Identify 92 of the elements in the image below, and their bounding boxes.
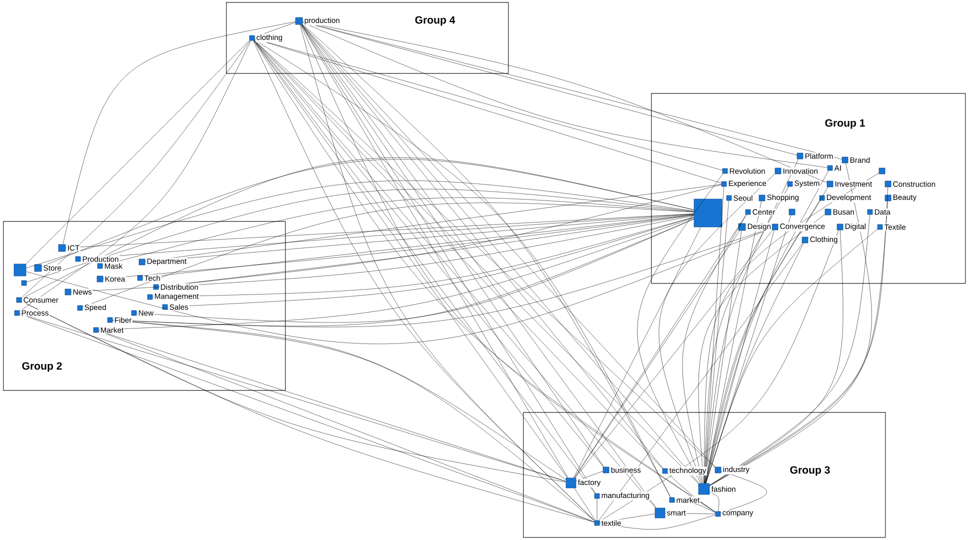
word-square [16, 297, 22, 303]
word-square [669, 497, 675, 503]
word-square [602, 466, 610, 474]
word-square [698, 483, 710, 495]
network-line [710, 230, 844, 486]
word-square [566, 478, 576, 488]
network-line [71, 216, 694, 292]
network-line [573, 227, 701, 478]
word-square [819, 195, 825, 201]
network-line [596, 498, 598, 520]
group-title: Group 4 [414, 15, 456, 27]
group-title: Group 2 [20, 361, 64, 373]
network-line [574, 488, 596, 520]
network-line [704, 200, 729, 484]
network-line [145, 184, 722, 262]
word-square [842, 156, 848, 164]
word-square [715, 511, 721, 517]
word-square [77, 305, 83, 311]
word-square [138, 258, 146, 266]
group-frame [3, 221, 286, 391]
network-line [600, 230, 839, 522]
word-square [877, 224, 883, 230]
network-line [720, 470, 767, 514]
word-square [796, 152, 804, 160]
word-square [824, 208, 832, 216]
word-square [867, 209, 873, 215]
word-square [662, 468, 668, 474]
network-line [26, 189, 694, 282]
word-square [34, 264, 42, 272]
network-line [62, 22, 296, 244]
network-line [598, 243, 803, 520]
network-line [705, 230, 774, 484]
word-square [249, 35, 255, 41]
network-line [682, 214, 747, 484]
word-square [14, 310, 20, 316]
network-line [668, 473, 716, 512]
group-frame [523, 412, 886, 538]
word-square [131, 310, 137, 316]
word-square [147, 294, 153, 300]
word-square [714, 466, 722, 474]
word-square [722, 168, 728, 174]
network-line [66, 214, 694, 248]
network-line [574, 230, 773, 478]
network-line [600, 514, 716, 530]
network-line [637, 174, 724, 484]
box-marker [878, 168, 886, 174]
word-square [107, 317, 113, 323]
box-marker [14, 264, 26, 276]
word-square [594, 493, 600, 499]
word-square [64, 288, 72, 296]
word-square [836, 224, 844, 230]
word-square [726, 195, 732, 201]
box-marker [788, 208, 796, 216]
network-line [658, 174, 775, 484]
network-line [158, 184, 722, 287]
word-square [162, 304, 168, 310]
network-line [82, 202, 694, 308]
word-square [93, 327, 99, 333]
network-line [22, 158, 694, 299]
word-square [721, 181, 727, 187]
group-frame [651, 93, 966, 284]
word-square [594, 520, 600, 526]
group-title: Group 3 [788, 465, 832, 477]
network-line [706, 243, 804, 484]
group-title: Group 1 [824, 118, 866, 130]
word-square [153, 284, 159, 290]
word-square [97, 263, 103, 269]
word-square [295, 17, 303, 25]
group-frame [226, 2, 509, 74]
word-square [772, 224, 778, 230]
network-line [710, 492, 720, 512]
word-square [802, 236, 808, 244]
box-marker [21, 280, 27, 286]
network-line [26, 180, 694, 268]
word-square [827, 165, 833, 171]
network-line [704, 230, 742, 484]
network-line [102, 198, 694, 266]
word-square [96, 276, 104, 282]
box-marker [694, 198, 722, 228]
word-square [745, 209, 751, 215]
network-line [26, 40, 250, 264]
word-square [75, 256, 81, 262]
word-square [826, 180, 834, 188]
network-line [600, 514, 655, 523]
word-square [787, 181, 793, 187]
word-square [654, 508, 666, 518]
word-square [774, 168, 782, 174]
network-line [80, 214, 694, 259]
word-square [58, 244, 66, 252]
word-square [758, 194, 766, 202]
word-square [137, 275, 143, 281]
word-square [884, 180, 892, 188]
